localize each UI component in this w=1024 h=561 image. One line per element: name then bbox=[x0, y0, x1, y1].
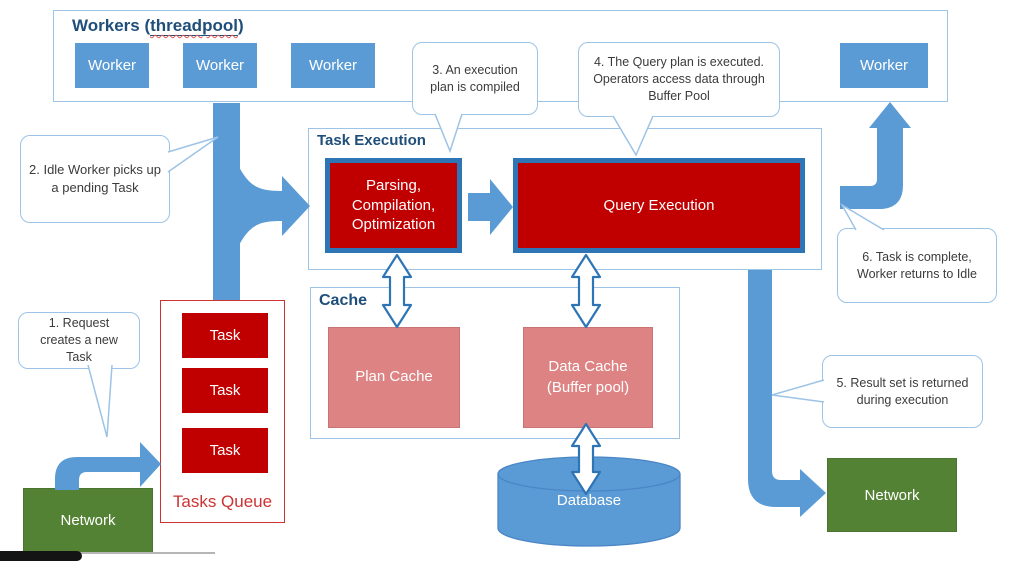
data-cache-box: Data Cache (Buffer pool) bbox=[523, 327, 653, 428]
double-arrow-data-cache-database bbox=[570, 422, 602, 496]
callout-5-result-set-returned: 5. Result set is returned during executi… bbox=[822, 355, 983, 428]
callout-1-request-creates-task: 1. Request creates a new Task bbox=[18, 312, 140, 369]
callout-4-query-plan-executed: 4. The Query plan is executed. Operators… bbox=[578, 42, 780, 117]
callout-5-tail bbox=[771, 379, 825, 403]
callout-6-task-complete: 6. Task is complete, Worker returns to I… bbox=[837, 228, 997, 303]
database-label: Database bbox=[556, 492, 622, 509]
arrow-network-to-tasks-queue bbox=[55, 442, 161, 490]
taskbar-fragment bbox=[0, 551, 82, 561]
callout-1-tail bbox=[87, 364, 113, 438]
task-box-1: Task bbox=[182, 313, 268, 358]
callout-2-idle-worker: 2. Idle Worker picks up a pending Task bbox=[20, 135, 170, 223]
double-arrow-parsing-plan-cache bbox=[381, 253, 413, 329]
task-execution-title: Task Execution bbox=[317, 132, 426, 149]
arrow-workers-to-queue-and-task-execution bbox=[213, 103, 310, 300]
cache-panel bbox=[310, 287, 680, 439]
task-box-2: Task bbox=[182, 368, 268, 413]
cache-title: Cache bbox=[319, 292, 368, 309]
window-edge-line bbox=[0, 552, 215, 554]
plan-cache-box: Plan Cache bbox=[328, 327, 460, 428]
query-execution-box: Query Execution bbox=[513, 158, 805, 253]
task-execution-panel bbox=[308, 128, 822, 270]
network-box-left: Network bbox=[23, 488, 153, 553]
worker-box-4: Worker bbox=[840, 43, 928, 88]
workers-title-threadpool: threadpool bbox=[150, 16, 238, 36]
arrow-task-complete-to-worker bbox=[840, 102, 911, 209]
callout-2-tail bbox=[167, 136, 219, 173]
arrow-parsing-to-query-execution bbox=[468, 179, 513, 235]
workers-title-suffix: ) bbox=[237, 16, 244, 35]
double-arrow-query-data-cache bbox=[570, 253, 602, 329]
task-box-3: Task bbox=[182, 428, 268, 473]
parsing-compilation-optimization-box: Parsing, Compilation, Optimization bbox=[325, 158, 462, 253]
tasks-queue-title: Tasks Queue bbox=[172, 492, 273, 511]
worker-box-3: Worker bbox=[291, 43, 375, 88]
workers-panel-title: Workers (threadpool) bbox=[72, 16, 244, 36]
callout-6-tail bbox=[839, 202, 885, 231]
worker-box-2: Worker bbox=[183, 43, 257, 88]
worker-box-1: Worker bbox=[75, 43, 149, 88]
workers-title-prefix: Workers ( bbox=[72, 16, 151, 35]
callout-3-execution-plan-compiled: 3. An execution plan is compiled bbox=[412, 42, 538, 115]
callout-3-tail bbox=[434, 113, 463, 154]
callout-4-tail bbox=[612, 115, 654, 157]
network-box-right: Network bbox=[827, 458, 957, 532]
arrow-result-set-to-network bbox=[748, 270, 826, 517]
